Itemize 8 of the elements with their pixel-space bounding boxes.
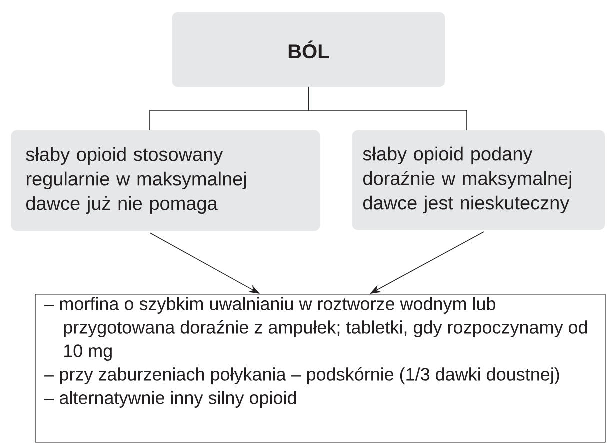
list-item: – morfina o szybkim uwalnianiu w roztworze wodnym lub przygotowana doraźnie z ampułek; tabletki, gdy rozpoczynamy od 10 mg bbox=[44, 297, 588, 361]
condition-box: słaby opioid podany doraźnie w maksymalnej dawce jest nieskuteczny bbox=[352, 130, 606, 230]
list-item: – przy zaburzeniach połykania – podskórnie (1/3 dawki doustnej) bbox=[44, 367, 560, 384]
treatment-box bbox=[35, 294, 606, 443]
list-item: – alternatywnie inny silny opioid bbox=[44, 391, 296, 408]
title-box: BÓL bbox=[172, 12, 446, 88]
connector-line bbox=[308, 86, 468, 130]
condition-box: słaby opioid stosowany regularnie w maksymalnej dawce już nie pomaga bbox=[11, 130, 320, 232]
